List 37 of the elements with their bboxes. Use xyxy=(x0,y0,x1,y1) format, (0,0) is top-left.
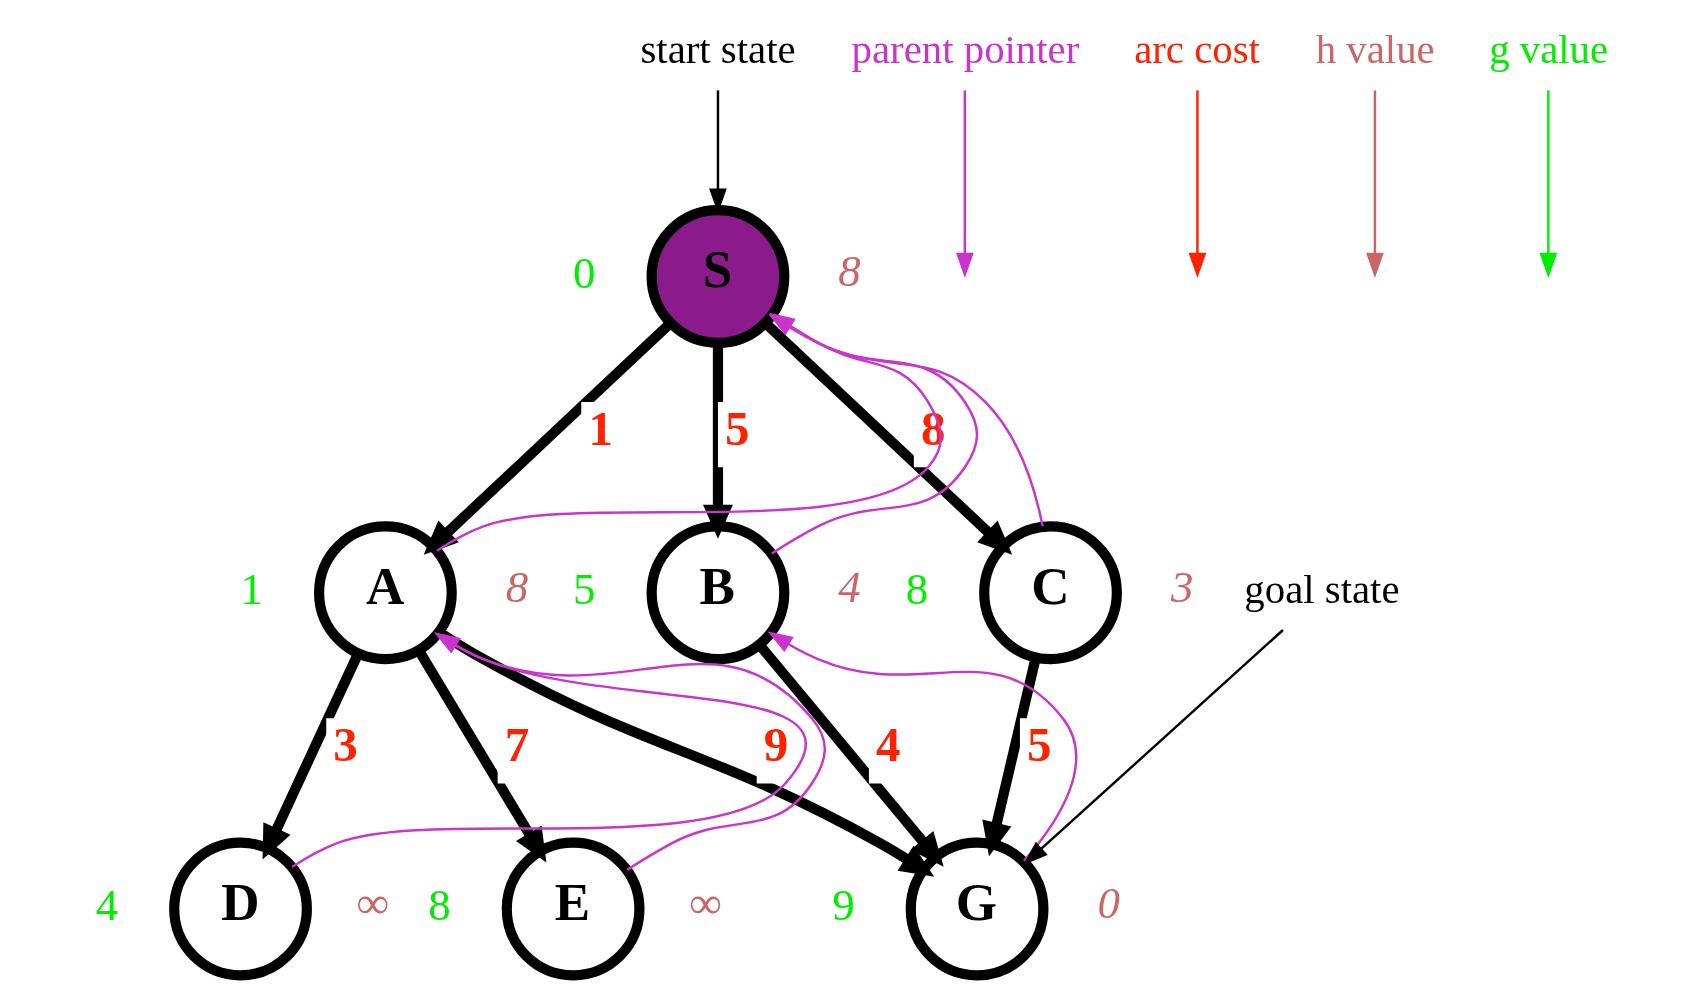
edge-label: 7 xyxy=(504,717,529,773)
node-label: 4 xyxy=(837,562,861,613)
node-label: ∞ xyxy=(688,878,721,929)
node-label: 4 xyxy=(95,880,118,931)
arrow xyxy=(955,90,974,279)
node-label: 8 xyxy=(905,564,928,615)
node-text: arc cost xyxy=(1133,27,1260,73)
node-label: 3 xyxy=(1170,562,1193,613)
arrow xyxy=(423,319,674,555)
arrow xyxy=(1365,90,1384,279)
edge-label: 4 xyxy=(875,717,901,773)
arrow xyxy=(1188,90,1206,279)
node-label: 8 xyxy=(427,880,451,931)
edge-label: 9 xyxy=(763,717,788,773)
edge-label: 3 xyxy=(332,717,358,773)
arrow xyxy=(1539,90,1557,279)
edge-label: 1 xyxy=(587,401,613,457)
node-label: 0 xyxy=(572,247,596,298)
node-label: 5 xyxy=(572,564,596,615)
node-circle: E xyxy=(501,837,644,981)
node-label: 9 xyxy=(831,880,855,931)
node-text: h value xyxy=(1315,27,1435,73)
arrow xyxy=(766,631,1077,862)
node-label: 8 xyxy=(837,245,861,296)
node-label: 1 xyxy=(240,564,263,615)
node-text: parent pointer xyxy=(851,27,1079,73)
node-text: goal state xyxy=(1243,566,1400,612)
node-text: start state xyxy=(639,27,796,73)
node-label: 8 xyxy=(505,562,528,613)
edge-label: 5 xyxy=(724,401,750,457)
node-circle: D xyxy=(168,837,312,981)
edge-label: 5 xyxy=(1026,717,1052,773)
node-circle: S xyxy=(646,205,789,348)
node-circle: B xyxy=(646,521,789,665)
node-label: 0 xyxy=(1096,878,1120,929)
node-label: ∞ xyxy=(356,878,389,929)
node-text: g value xyxy=(1488,27,1608,73)
